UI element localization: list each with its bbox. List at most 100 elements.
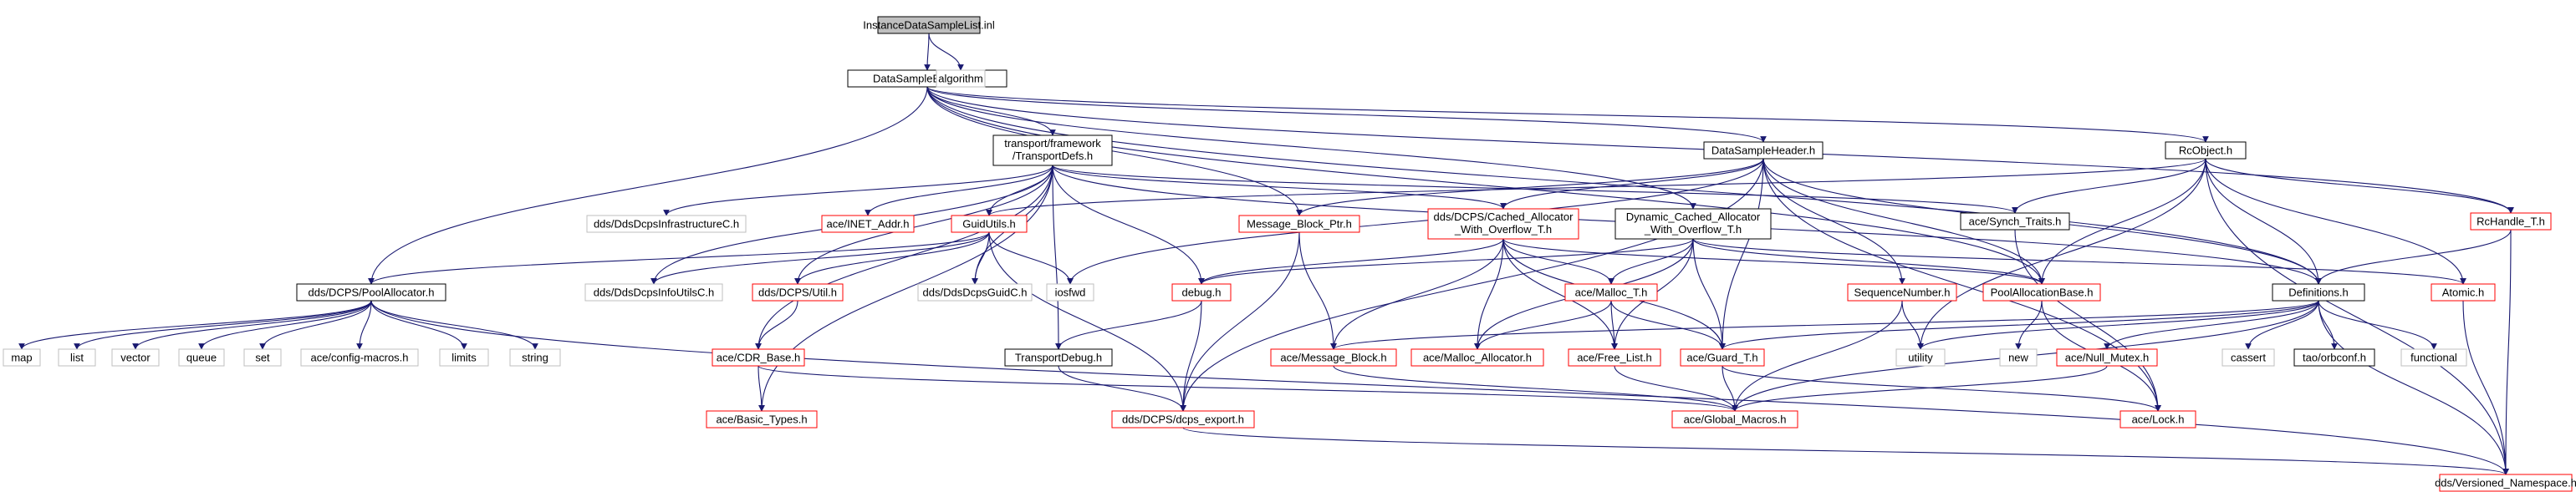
node-n9: ace/INET_Addr.h <box>821 215 915 233</box>
node-box <box>1895 348 1946 367</box>
edge-n4-n21 <box>1762 158 2045 285</box>
node-n41: ace/Null_Mutex.h <box>2056 348 2158 367</box>
node-n36: ace/Malloc_Allocator.h <box>1410 348 1544 367</box>
node-box <box>1847 283 1957 302</box>
node-box <box>586 215 747 233</box>
node-n38: ace/Guard_T.h <box>1680 348 1765 367</box>
node-label: RcHandle_T.h <box>2477 216 2545 228</box>
node-box <box>1427 208 1579 240</box>
edge-n37-n47 <box>1614 365 1738 412</box>
node-label: algorithm <box>938 73 982 85</box>
node-label: dds/DdsDcpsGuidC.h <box>923 287 1028 299</box>
edge-n4-n46 <box>1180 158 1764 412</box>
node-label: dds/DCPS/dcps_export.h <box>1122 413 1244 426</box>
node-box <box>1568 348 1661 367</box>
edge-n13-n34 <box>1608 238 1694 285</box>
node-box <box>296 283 446 302</box>
node-label: functional <box>2410 352 2457 364</box>
node-n47: ace/Global_Macros.h <box>1671 410 1798 429</box>
node-n32: ace/CDR_Base.h <box>712 348 805 367</box>
edge-layer <box>18 33 2514 475</box>
node-box <box>1680 348 1765 367</box>
edge-n19-n33 <box>1055 300 1202 350</box>
edge-n34-n37 <box>1610 300 1618 350</box>
edge-n12-n35 <box>1330 238 1504 350</box>
node-label: ace/Basic_Types.h <box>716 413 807 426</box>
edge-n14-n29 <box>356 300 372 350</box>
node-label: GuidUtils.h <box>962 218 1016 231</box>
edge-n16-n32 <box>755 300 798 350</box>
node-box <box>1046 283 1094 302</box>
node-label: dds/DCPS/Cached_Allocator_With_Overflow_… <box>1434 210 1574 236</box>
node-n19: debug.h <box>1171 283 1232 302</box>
node-label: InstanceDataSampleList.inl <box>863 19 995 32</box>
node-n21: PoolAllocationBase.h <box>1982 283 2101 302</box>
node-n7: RcHandle_T.h <box>2470 212 2552 231</box>
node-n34: ace/Malloc_T.h <box>1564 283 1658 302</box>
node-n6[interactable]: ace/Synch_Traits.h <box>1960 212 2070 231</box>
edge-n10-n16 <box>794 231 990 285</box>
edge-n22-n39 <box>1917 300 2319 350</box>
node-box <box>712 348 805 367</box>
edge-n14-n49 <box>370 300 2509 475</box>
edge-n12-n19 <box>1198 238 1504 285</box>
node-n29: ace/config-macros.h <box>300 348 419 367</box>
node-label: ace/Guard_T.h <box>1686 352 1757 364</box>
node-n11: Message_Block_Ptr.h <box>1238 215 1360 233</box>
node-label: string <box>522 352 548 364</box>
node-label: Dynamic_Cached_Allocator_With_Overflow_T… <box>1626 210 1761 236</box>
edge-n34-n38 <box>1610 300 1726 350</box>
node-n39: utility <box>1895 348 1946 367</box>
edge-n3-n19 <box>1052 165 1205 285</box>
edge-n1-n21 <box>926 86 2045 285</box>
node-n4[interactable]: DataSampleHeader.h <box>1703 141 1824 160</box>
node-label: dds/DCPS/Util.h <box>758 287 837 299</box>
edge-n14-n30 <box>370 300 467 350</box>
node-n5[interactable]: RcObject.h <box>2165 141 2247 160</box>
edge-n5-n49 <box>2205 158 2509 475</box>
node-box <box>1982 283 2101 302</box>
edge-n38-n48 <box>1722 365 2161 412</box>
edge-n12-n36 <box>1474 238 1504 350</box>
node-box <box>1171 283 1232 302</box>
node-label: DataSampleHeader.h <box>1711 145 1815 157</box>
node-label: new <box>2008 352 2028 364</box>
node-n43[interactable]: tao/orbconf.h <box>2293 348 2375 367</box>
node-box <box>509 348 561 367</box>
node-n22[interactable]: Definitions.h <box>2272 283 2365 302</box>
edge-n33-n46 <box>1058 365 1186 412</box>
node-n8: dds/DdsDcpsInfrastructureC.h <box>586 215 747 233</box>
edge-n22-n41 <box>2104 300 2319 350</box>
edge-n14-n25 <box>74 300 372 350</box>
node-box <box>936 69 986 88</box>
edge-n10-n46 <box>988 231 1186 412</box>
edge-n4-n38 <box>1719 158 1764 350</box>
node-n44: functional <box>2400 348 2467 367</box>
edge-n4-n20 <box>1762 158 1905 285</box>
edge-n11-n35 <box>1298 231 1337 350</box>
edge-n4-n18 <box>1067 158 1764 285</box>
node-label: vector <box>120 352 150 364</box>
node-n3[interactable]: transport/framework/TransportDefs.h <box>992 134 1113 166</box>
node-box <box>1270 348 1397 367</box>
node-n23: Atomic.h <box>2431 283 2496 302</box>
node-label: ace/Free_List.h <box>1577 352 1652 364</box>
node-n0: InstanceDataSampleList.inl <box>863 16 995 34</box>
node-label: queue <box>186 352 217 364</box>
edge-n1-n4 <box>926 86 1767 143</box>
edge-n22-n35 <box>1330 300 2319 350</box>
node-n33[interactable]: TransportDebug.h <box>1004 348 1113 367</box>
node-box <box>178 348 225 367</box>
edge-n1-n22 <box>926 86 2322 285</box>
node-label: Message_Block_Ptr.h <box>1247 218 1352 231</box>
node-label: ace/config-macros.h <box>310 352 408 364</box>
node-box <box>111 348 160 367</box>
edge-n22-n38 <box>1719 300 2319 350</box>
edge-n11-n46 <box>1180 231 1300 412</box>
node-label: map <box>11 352 32 364</box>
edge-n41-n47 <box>1732 365 2108 412</box>
node-n13[interactable]: Dynamic_Cached_Allocator_With_Overflow_T… <box>1614 208 1772 240</box>
edge-n19-n46 <box>1180 300 1202 412</box>
node-box <box>2470 212 2552 231</box>
node-n14[interactable]: dds/DCPS/PoolAllocator.h <box>296 283 446 302</box>
